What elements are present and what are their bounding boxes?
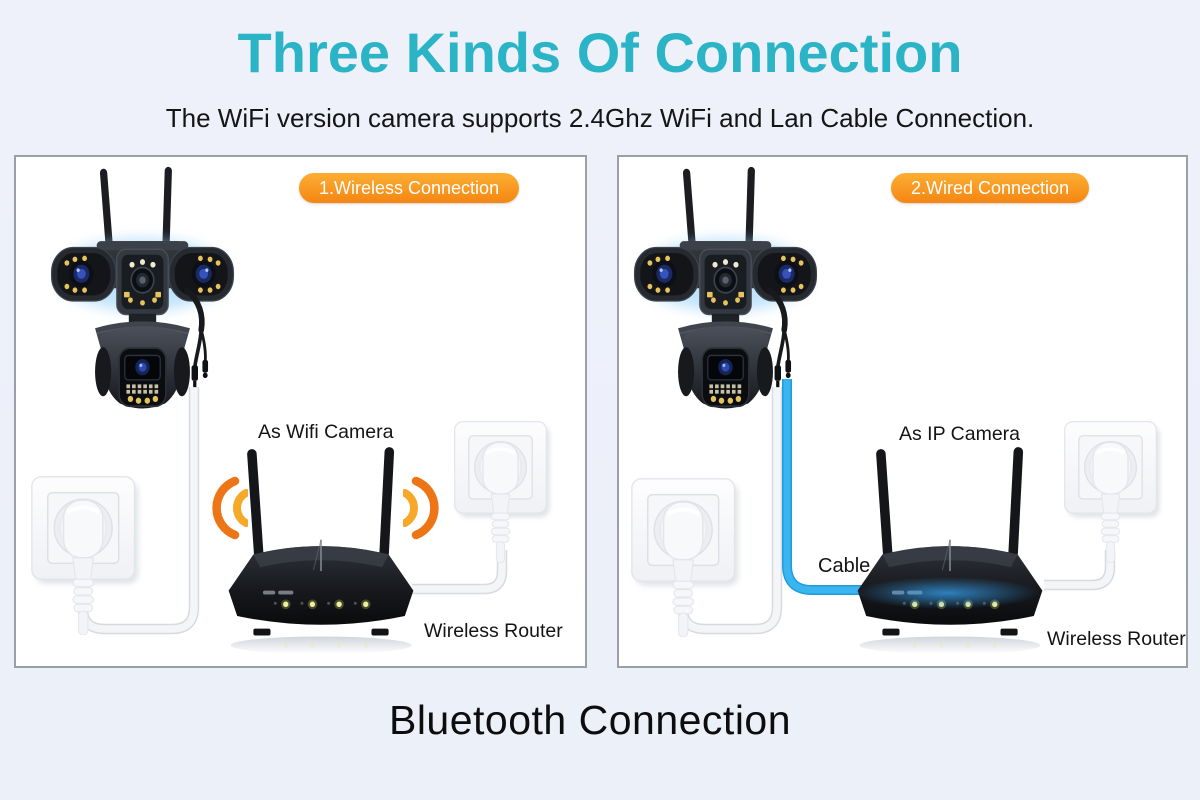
wired-connection-badge: 2.Wired Connection — [891, 173, 1090, 203]
router-label: Wireless Router — [1047, 628, 1186, 650]
wireless-router-image — [227, 447, 415, 656]
lan-cable — [782, 379, 879, 595]
camera-role-label: As IP Camera — [899, 423, 1021, 445]
router-label: Wireless Router — [424, 620, 563, 642]
badge-label: 1.Wireless Connection — [319, 178, 500, 198]
wall-outlet-right-image — [453, 420, 553, 563]
cable-label: Cable — [818, 555, 871, 577]
wall-outlet-left-image — [630, 477, 742, 637]
badge-label: 2.Wired Connection — [911, 178, 1070, 198]
wall-outlet-left-image — [30, 475, 142, 635]
router-glow — [857, 577, 1039, 609]
wireless-router-image — [856, 447, 1044, 656]
router-power-cable — [412, 550, 508, 595]
page-title: Three Kinds Of Connection — [237, 21, 963, 84]
wireless-connection-badge: 1.Wireless Connection — [299, 173, 520, 203]
dual-lens-camera-image — [633, 165, 818, 437]
camera-role-label: As Wifi Camera — [258, 421, 394, 443]
dual-lens-camera-image — [50, 165, 235, 437]
footer-title: Bluetooth Connection — [388, 697, 792, 743]
router-power-cable — [1044, 550, 1116, 591]
wall-outlet-right-image — [1063, 420, 1163, 563]
page-subtitle: The WiFi version camera supports 2.4Ghz … — [165, 103, 1035, 133]
wired-connection-panel: 2.Wired Connection As IP Camera Cable Wi… — [617, 155, 1188, 668]
wireless-connection-panel: 1.Wireless Connection As Wifi Camera Wir… — [14, 155, 587, 668]
